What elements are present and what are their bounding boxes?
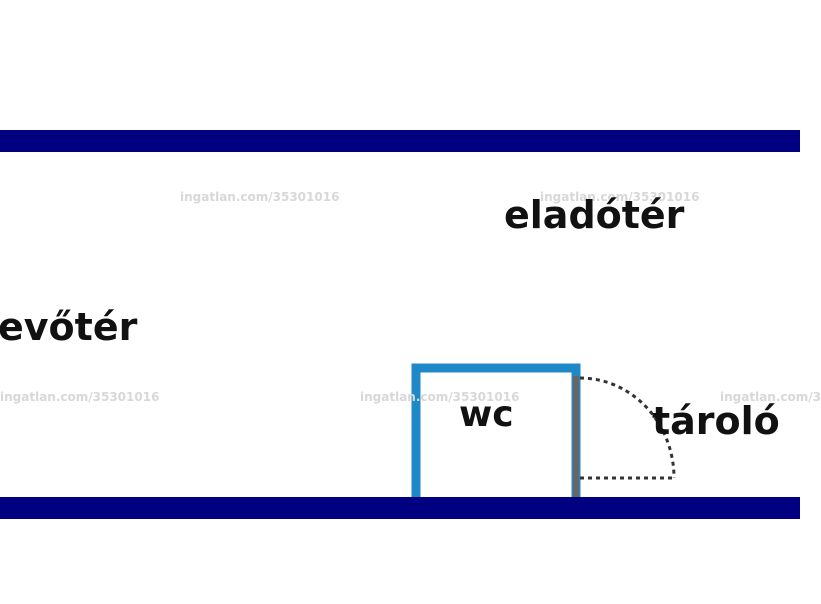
storage-partition — [573, 376, 579, 497]
bottom-outer-wall — [0, 497, 800, 519]
floor-plan-drawing — [0, 130, 800, 519]
watermark: ingatlan.com/35301016 — [0, 390, 160, 404]
room-label-eladoter: eladótér — [504, 193, 685, 237]
room-label-evoter: evőtér — [0, 305, 138, 349]
watermark: ingatlan.com/35301016 — [540, 190, 700, 204]
top-outer-wall — [0, 130, 800, 152]
room-label-tarolo: tároló — [652, 399, 780, 443]
room-label-wc: wc — [459, 394, 514, 435]
door-swing-arc — [579, 376, 676, 479]
watermark: ingatlan.com/3 — [720, 390, 821, 404]
floor-plan: ingatlan.com/35301016 ingatlan.com/35301… — [0, 130, 821, 519]
watermark: ingatlan.com/35301016 — [360, 390, 520, 404]
watermark: ingatlan.com/35301016 — [180, 190, 340, 204]
